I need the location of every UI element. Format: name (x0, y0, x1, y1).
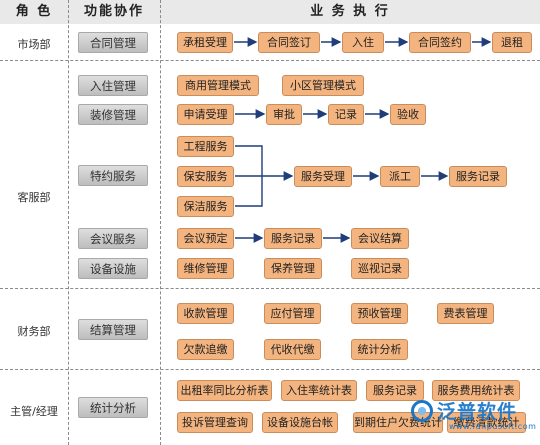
function-facilities: 设备设施 (78, 258, 148, 279)
task-due-arrears: 到期住户欠费统计 (353, 412, 443, 433)
task-rent-ratio: 出租率同比分析表 (177, 380, 272, 401)
column-divider-function (160, 0, 161, 445)
task-engineering: 工程服务 (177, 136, 234, 157)
task-meter: 费表管理 (437, 303, 494, 324)
task-complaint-query: 投诉管理查询 (177, 412, 253, 433)
task-payment-stats: 缴费清款统计 (447, 412, 526, 433)
header-band (0, 0, 540, 24)
task-record: 记录 (328, 104, 364, 125)
task-move-in: 入住 (342, 32, 384, 53)
task-arrears: 欠款追缴 (177, 339, 234, 360)
function-moving-in-mgmt: 入住管理 (78, 75, 148, 96)
task-stat-analysis: 统计分析 (351, 339, 408, 360)
role-finance: 财务部 (17, 325, 51, 338)
task-maintain: 保养管理 (264, 258, 322, 279)
task-approve: 审批 (266, 104, 302, 125)
task-residential-mode: 小区管理模式 (282, 75, 364, 96)
task-inspect: 验收 (390, 104, 426, 125)
function-decoration-mgmt: 装修管理 (78, 104, 148, 125)
role-customer-service: 客服部 (17, 191, 51, 204)
task-repair: 维修管理 (177, 258, 234, 279)
task-commercial-mode: 商用管理模式 (177, 75, 259, 96)
task-dispatch: 派工 (380, 166, 420, 187)
header-function: 功能协作 (83, 4, 144, 19)
role-management: 主管/经理 (10, 405, 58, 418)
function-statistics: 统计分析 (78, 397, 148, 418)
header-role: 角 色 (15, 4, 53, 19)
task-service-fee-stats: 服务费用统计表 (432, 380, 520, 401)
task-service-record: 服务记录 (449, 166, 507, 187)
task-occupancy: 入住率统计表 (281, 380, 357, 401)
function-contract-mgmt: 合同管理 (78, 32, 148, 53)
row-divider-finance (0, 369, 540, 370)
task-contract-renew: 合同签约 (409, 32, 471, 53)
task-apply-accept: 申请受理 (177, 104, 234, 125)
task-lease-accept: 承租受理 (177, 32, 233, 53)
task-facility-ledger: 设备设施台帐 (262, 412, 338, 433)
task-patrol: 巡视记录 (351, 258, 409, 279)
row-divider-market (0, 60, 540, 61)
task-contract-sign: 合同签订 (258, 32, 320, 53)
function-special-service: 特约服务 (78, 165, 148, 186)
task-meeting-book: 会议预定 (177, 228, 234, 249)
function-meeting-service: 会议服务 (78, 228, 148, 249)
watermark-url: www.fanpusoft.com (449, 422, 537, 431)
task-collect: 收款管理 (177, 303, 234, 324)
watermark-brand: 泛普软件 (437, 401, 518, 423)
task-agency-collect: 代收代缴 (264, 339, 321, 360)
row-divider-customer-service (0, 288, 540, 289)
role-market: 市场部 (17, 38, 51, 51)
column-divider-role (68, 0, 69, 445)
task-cleaning: 保洁服务 (177, 196, 234, 217)
task-meeting-record: 服务记录 (264, 228, 322, 249)
task-service-records: 服务记录 (366, 380, 424, 401)
task-lease-return: 退租 (492, 32, 532, 53)
brand-logo-icon (411, 400, 433, 422)
task-meeting-settle: 会议结算 (351, 228, 409, 249)
task-service-accept: 服务受理 (294, 166, 352, 187)
header-execution: 业 务 执 行 (310, 4, 390, 19)
watermark: 泛普软件 www.fanpusoft.com (409, 396, 540, 445)
task-prepaid: 预收管理 (351, 303, 408, 324)
function-settlement-mgmt: 结算管理 (78, 319, 148, 340)
task-security: 保安服务 (177, 166, 234, 187)
task-payable: 应付管理 (264, 303, 321, 324)
